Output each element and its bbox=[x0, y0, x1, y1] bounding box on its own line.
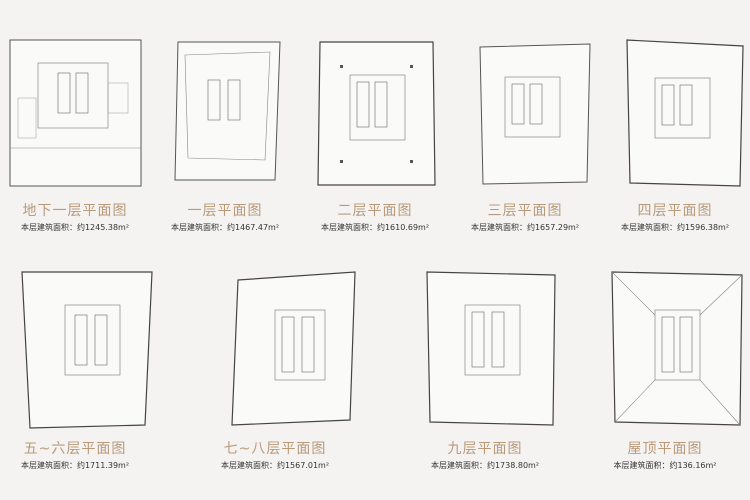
floor-area: 本层建筑面积：约1657.29m² bbox=[470, 223, 580, 232]
floor-title: 四层平面图 bbox=[637, 203, 713, 219]
floor-area: 本层建筑面积：约1467.47m² bbox=[170, 223, 280, 232]
floor-title: 一层平面图 bbox=[187, 203, 263, 219]
floor-card-4f: 四层平面图 本层建筑面积：约1596.38m² bbox=[600, 30, 750, 240]
floor-area: 本层建筑面积：约1567.01m² bbox=[220, 461, 330, 470]
floor-card-7-8f: 七~八层平面图 本层建筑面积：约1567.01m² bbox=[200, 270, 356, 480]
floor-title: 地下一层平面图 bbox=[22, 203, 128, 219]
floor-card-b1: 地下一层平面图 本层建筑面积：约1245.38m² bbox=[0, 30, 150, 240]
floor-plan-2f bbox=[315, 40, 440, 190]
floor-title: 三层平面图 bbox=[487, 203, 563, 219]
floor-card-2f: 二层平面图 本层建筑面积：约1610.69m² bbox=[300, 30, 450, 240]
floor-plan-5-6f bbox=[20, 270, 155, 430]
floor-card-1f: 一层平面图 本层建筑面积：约1467.47m² bbox=[150, 30, 300, 240]
floor-plan-b1 bbox=[8, 38, 143, 188]
floor-area: 本层建筑面积：约1711.39m² bbox=[20, 461, 130, 470]
floor-plan-3f bbox=[475, 42, 595, 187]
floor-title: 二层平面图 bbox=[337, 203, 413, 219]
floor-title: 七~八层平面图 bbox=[223, 441, 327, 457]
floor-plan-9f bbox=[425, 270, 560, 430]
floor-area: 本层建筑面积：约136.16m² bbox=[613, 461, 717, 470]
floor-card-roof: 屋顶平面图 本层建筑面积：约136.16m² bbox=[590, 270, 743, 480]
floor-area: 本层建筑面积：约1596.38m² bbox=[620, 223, 730, 232]
floor-title: 五~六层平面图 bbox=[23, 441, 127, 457]
floor-title: 屋顶平面图 bbox=[627, 441, 703, 457]
floor-plan-4f bbox=[625, 38, 745, 188]
floor-area: 本层建筑面积：约1245.38m² bbox=[20, 223, 130, 232]
floor-card-5-6f: 五~六层平面图 本层建筑面积：约1711.39m² bbox=[0, 270, 153, 480]
floor-area: 本层建筑面积：约1738.80m² bbox=[430, 461, 540, 470]
floor-plan-roof bbox=[610, 270, 745, 430]
floor-card-3f: 三层平面图 本层建筑面积：约1657.29m² bbox=[450, 30, 600, 240]
floor-area: 本层建筑面积：约1610.69m² bbox=[320, 223, 430, 232]
floor-plan-7-8f bbox=[230, 270, 360, 430]
floor-card-9f: 九层平面图 本层建筑面积：约1738.80m² bbox=[410, 270, 560, 480]
floor-plan-1f bbox=[170, 40, 285, 188]
floor-title: 九层平面图 bbox=[447, 441, 523, 457]
